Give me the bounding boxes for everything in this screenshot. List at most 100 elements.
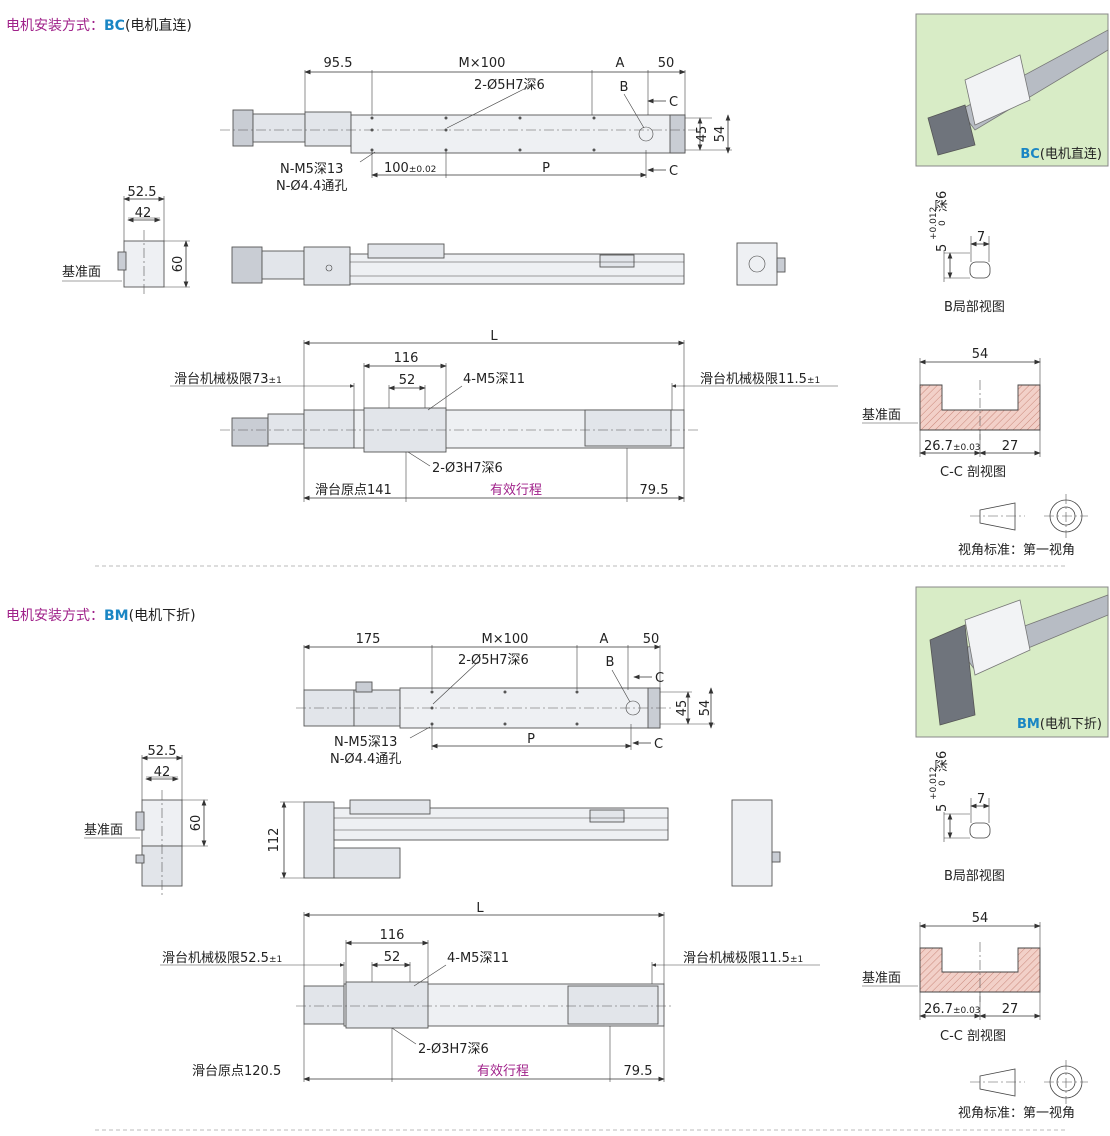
dim-112: 112: [267, 828, 282, 853]
label-deep6-bm: 深6: [935, 751, 950, 772]
dim-52-bm: 52: [384, 950, 401, 965]
dim-95-5: 95.5: [324, 56, 353, 71]
caption-detail-b-bm: B局部视图: [944, 869, 1005, 884]
label-ref-face-cc: 基准面: [862, 408, 901, 423]
dim-l-bm: L: [476, 901, 484, 916]
bottom-view-bc: L 116 52 4-M5深11 滑台机械极限73±1 滑台机械极限11.5±1…: [170, 329, 838, 502]
detail-b-bc: 7 5 +0.012 0 深6 B局部视图: [929, 191, 1005, 315]
label-ref-face-bm: 基准面: [84, 823, 123, 838]
dim-m-100: M×100: [459, 56, 506, 71]
dim-79-5-bm: 79.5: [624, 1064, 653, 1079]
label-n-m5-bm: N-M5深13: [334, 735, 397, 750]
product-photo-bm: BM(电机下折): [915, 586, 1109, 738]
label-stroke-bm: 有效行程: [477, 1064, 529, 1079]
label-stroke: 有效行程: [490, 483, 542, 498]
dim-a: A: [616, 56, 625, 71]
label-pin-bm: 2-Ø3H7深6: [418, 1042, 489, 1057]
dim-5-deep: 5: [935, 244, 950, 252]
tol-zero: 0: [938, 220, 948, 226]
label-n-hole-bm: N-Ø4.4通孔: [330, 752, 401, 767]
caption-cc: C-C 剖视图: [940, 465, 1006, 480]
dim-27-bm: 27: [1002, 1002, 1019, 1017]
label-c-bottom-bm: C: [654, 737, 663, 752]
top-view-bc: 95.5 M×100 A 50 2-Ø5H7深6 B C 45 54 N-M5深…: [220, 56, 732, 194]
end-view-right-bm: [731, 799, 781, 887]
section-cc-bm: 54 基准面 26.7±0.03 27 C-C 剖视图: [862, 911, 1041, 1044]
label-holes: 2-Ø5H7深6: [474, 78, 545, 93]
end-view-left-bc: 52.5 42 60 基准面: [62, 185, 190, 295]
label-c-bottom: C: [669, 164, 678, 179]
dim-45-bm: 45: [675, 700, 690, 717]
dim-60: 60: [171, 256, 186, 273]
dim-l: L: [490, 329, 498, 344]
detail-b-bm: 7 5 +0.012 0 深6 B局部视图: [929, 751, 1005, 884]
dim-50: 50: [658, 56, 675, 71]
dim-5-deep-bm: 5: [935, 804, 950, 812]
mount-heading-bm: 电机安装方式：BM(电机下折): [6, 608, 196, 624]
label-n-m5: N-M5深13: [280, 162, 343, 177]
label-pin: 2-Ø3H7深6: [432, 461, 503, 476]
label-deep6: 深6: [935, 191, 950, 212]
dim-45: 45: [695, 126, 710, 143]
label-b: B: [620, 80, 629, 95]
dim-42-bm: 42: [154, 765, 171, 780]
product-photo-bc: BC(电机直连): [915, 13, 1109, 167]
label-c-top-bm: C: [655, 671, 664, 686]
section-cc-bc: 54 基准面 26.7±0.03 27 C-C 剖视图: [862, 347, 1041, 480]
section-bc: 电机安装方式：BC(电机直连) 95.5 M×100: [6, 13, 1109, 567]
end-view-right-bc: [736, 242, 786, 286]
mount-heading-bc: 电机安装方式：BC(电机直连): [6, 17, 192, 34]
tol-plus: +0.012: [929, 207, 939, 240]
dim-52-5: 52.5: [128, 185, 157, 200]
dim-54: 54: [713, 126, 728, 143]
dim-60-bm: 60: [189, 815, 204, 832]
label-right-limit-bm: 滑台机械极限11.5±1: [683, 951, 803, 966]
label-n-hole: N-Ø4.4通孔: [276, 179, 347, 194]
dim-54-bm: 54: [698, 700, 713, 717]
dim-50-bm: 50: [643, 632, 660, 647]
dim-p-bm: P: [527, 732, 535, 747]
label-right-limit: 滑台机械极限11.5±1: [700, 372, 820, 387]
dim-26-7-bm: 26.7±0.03: [924, 1002, 981, 1017]
tol-plus-bm: +0.012: [929, 767, 939, 800]
front-view-bm: 112: [267, 799, 669, 879]
dim-54-cc-bm: 54: [972, 911, 989, 926]
dim-a-bm: A: [600, 632, 609, 647]
label-4-m5: 4-M5深11: [463, 372, 525, 387]
tol-zero-bm: 0: [938, 780, 948, 786]
photo-caption-bm: BM(电机下折): [1017, 717, 1102, 732]
dim-175: 175: [356, 632, 381, 647]
dim-116: 116: [394, 351, 419, 366]
front-view-bc: [231, 243, 685, 286]
projection-symbol-bm: 视角标准：第一视角: [958, 1060, 1088, 1121]
dim-27: 27: [1002, 439, 1019, 454]
label-left-limit: 滑台机械极限73±1: [174, 372, 282, 387]
end-view-left-bm: 52.5 42 60 基准面: [84, 744, 208, 895]
label-origin-bm: 滑台原点120.5: [192, 1064, 281, 1079]
dim-p: P: [542, 161, 550, 176]
projection-label: 视角标准：第一视角: [958, 543, 1075, 558]
dim-54-cc: 54: [972, 347, 989, 362]
photo-caption-bc: BC(电机直连): [1020, 146, 1102, 162]
label-ref-face-cc-bm: 基准面: [862, 971, 901, 986]
dim-7-bm: 7: [977, 792, 985, 807]
projection-symbol-bc: 视角标准：第一视角: [958, 494, 1088, 558]
top-view-bm: 175 M×100 A 50 2-Ø5H7深6 B C 45 54 N-M5深1…: [296, 632, 715, 767]
section-bm: 电机安装方式：BM(电机下折) 175 M×100 A: [6, 586, 1109, 1131]
label-4-m5-bm: 4-M5深11: [447, 951, 509, 966]
label-ref-face: 基准面: [62, 265, 101, 280]
label-origin: 滑台原点141: [315, 483, 392, 498]
dim-7: 7: [977, 230, 985, 245]
projection-label-bm: 视角标准：第一视角: [958, 1106, 1075, 1121]
caption-detail-b: B局部视图: [944, 300, 1005, 315]
dim-79-5: 79.5: [640, 483, 669, 498]
dim-26-7: 26.7±0.03: [924, 439, 981, 454]
dim-116-bm: 116: [380, 928, 405, 943]
dim-52: 52: [399, 373, 416, 388]
caption-cc-bm: C-C 剖视图: [940, 1029, 1006, 1044]
dim-m-100-bm: M×100: [482, 632, 529, 647]
dim-42: 42: [135, 206, 152, 221]
label-holes-bm: 2-Ø5H7深6: [458, 653, 529, 668]
